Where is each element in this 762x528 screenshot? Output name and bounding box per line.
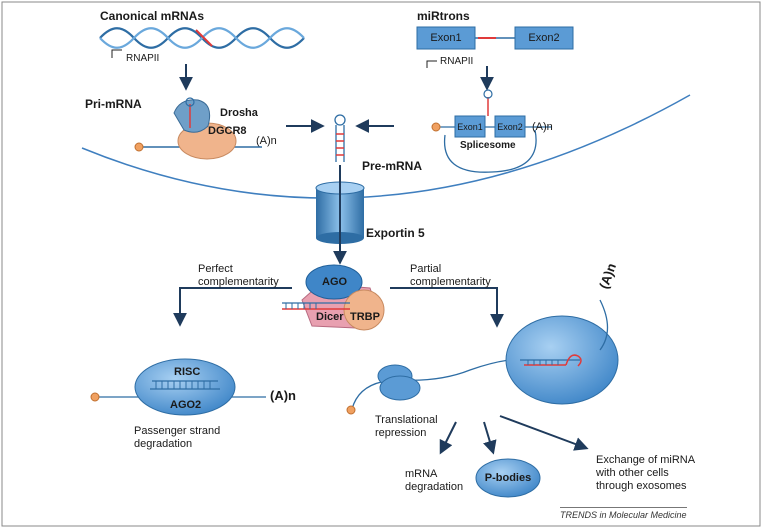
passenger-strand-label: Passenger strand degradation bbox=[134, 425, 221, 450]
p-bodies-shape bbox=[475, 458, 541, 498]
pre-mrna-label: Pre-mRNA bbox=[362, 159, 423, 173]
dgcr8-label: DGCR8 bbox=[208, 125, 247, 137]
ago-dicer-trbp-complex bbox=[282, 264, 385, 331]
journal-footer: TRENDS in Molecular Medicine bbox=[560, 507, 687, 520]
mrna-degradation-label: mRNA degradation bbox=[405, 468, 464, 493]
ago-label: AGO bbox=[322, 276, 348, 288]
polya-risc-label: (A)n bbox=[270, 388, 296, 403]
cap-icon bbox=[90, 392, 100, 402]
ago2-label: AGO2 bbox=[170, 399, 202, 411]
canonical-mrnas-title: Canonical mRNAs bbox=[100, 9, 205, 23]
mirtrons-title: miRtrons bbox=[417, 9, 470, 23]
promoter-arrow-icon bbox=[111, 49, 122, 58]
spliceosome-label: Splicesome bbox=[460, 140, 516, 151]
exon1-label: Exon1 bbox=[430, 32, 462, 44]
cap-icon bbox=[346, 405, 356, 415]
drosha-label: Drosha bbox=[220, 107, 258, 119]
perfect-complementarity-label: Perfect complementarity bbox=[198, 263, 279, 288]
exon1-small-label: Exon1 bbox=[457, 122, 483, 132]
trbp-label: TRBP bbox=[350, 311, 380, 323]
polya-splice-label: (A)n bbox=[532, 121, 553, 133]
spliceosome-loop bbox=[443, 129, 537, 173]
exon2-small-label: Exon2 bbox=[497, 122, 523, 132]
drosha-shape bbox=[173, 99, 211, 133]
exportin5-label: Exportin 5 bbox=[366, 226, 425, 240]
rnapii-label-left: RNAPII bbox=[126, 53, 160, 64]
exchange-mirna-label: Exchange of miRNA with other cells throu… bbox=[596, 454, 696, 492]
pre-mrna-hairpin-icon bbox=[334, 114, 346, 162]
dicer-label: Dicer bbox=[316, 311, 344, 323]
dna-helix-icon bbox=[99, 27, 305, 49]
polya-pri-label: (A)n bbox=[256, 135, 277, 147]
risc-complex bbox=[134, 358, 236, 416]
partial-complementarity-label: Partial complementarity bbox=[410, 263, 491, 288]
promoter-arrow-icon bbox=[426, 60, 437, 68]
rnapii-label-right: RNAPII bbox=[440, 56, 474, 67]
p-bodies-label: P-bodies bbox=[484, 472, 532, 484]
exon2-label: Exon2 bbox=[528, 32, 560, 44]
cap-icon bbox=[431, 122, 441, 132]
ribosome-large bbox=[379, 375, 421, 401]
nuclear-membrane bbox=[81, 94, 691, 199]
translational-repression-label: Translational repression bbox=[375, 414, 438, 439]
pri-mrna-label: Pri-mRNA bbox=[85, 97, 142, 111]
risc-label: RISC bbox=[174, 366, 201, 378]
cap-icon bbox=[134, 142, 144, 152]
